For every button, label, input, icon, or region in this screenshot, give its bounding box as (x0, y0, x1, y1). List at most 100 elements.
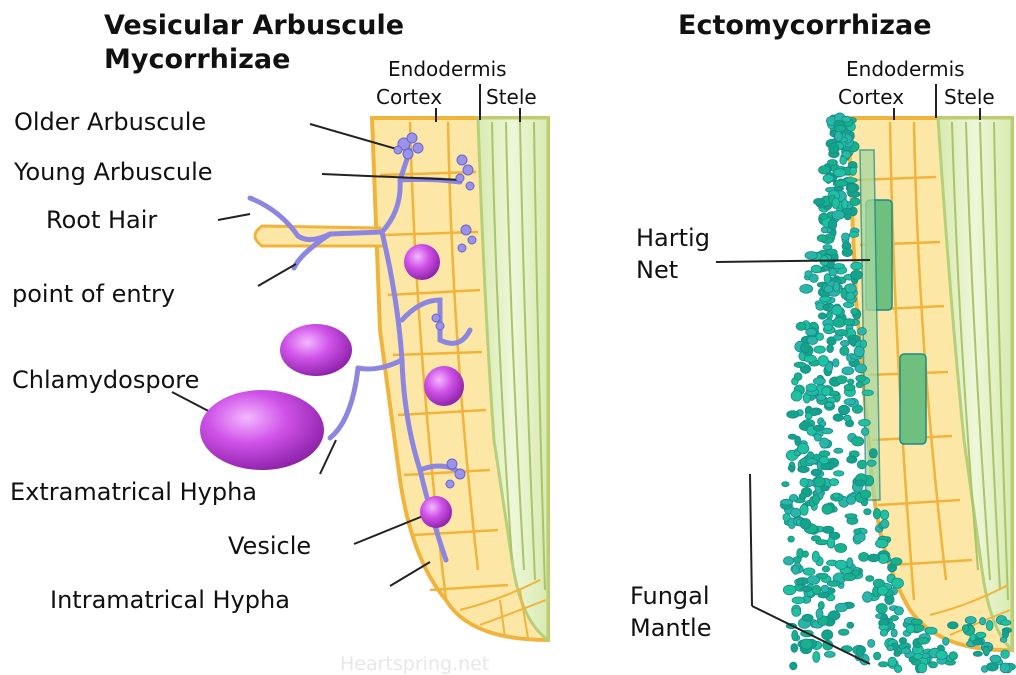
mantle-hypha-dot (835, 603, 847, 611)
mantle-hypha-dot (887, 646, 894, 651)
mantle-hypha-dot (854, 529, 861, 535)
mantle-hypha-dot (822, 504, 833, 514)
mantle-hypha-dot (800, 504, 808, 515)
mantle-hypha-dot (847, 496, 856, 505)
mantle-hypha-dot (990, 655, 1001, 663)
leader-root-hair (218, 214, 250, 220)
mantle-hypha-dot (836, 376, 847, 384)
mantle-hypha-dot (804, 355, 816, 362)
mantle-hypha-dot (834, 448, 843, 453)
mantle-hypha-dot (888, 657, 897, 667)
ecto-title: Ectomycorrhizae (678, 10, 932, 41)
mantle-hypha-dot (849, 232, 858, 238)
mantle-hypha-dot (813, 378, 825, 385)
label-extramatrical-hypha: Extramatrical Hypha (10, 478, 257, 506)
mantle-hypha-dot (824, 274, 831, 284)
mantle-hypha-dot (873, 509, 880, 519)
chlamydospore-small (280, 324, 352, 376)
mantle-hypha-dot (834, 471, 844, 476)
mantle-hypha-dot (1000, 663, 1010, 673)
mantle-hypha-dot (832, 198, 839, 209)
mantle-hypha-dot (789, 495, 797, 502)
mantle-hypha-dot (840, 346, 849, 355)
mantle-hypha-dot (806, 384, 817, 392)
mantle-hypha-dot (980, 618, 986, 625)
mantle-hypha-dot (876, 604, 887, 614)
mantle-hypha-dot (793, 557, 801, 563)
mantle-hypha-dot (822, 566, 829, 572)
chlamydospore-large (200, 390, 324, 470)
mantle-hypha-dot (877, 586, 888, 595)
mantle-hypha-dot (859, 419, 871, 426)
label-point-of-entry: point of entry (12, 280, 175, 308)
mantle-hypha-dot (843, 574, 856, 581)
label-vesicle: Vesicle (228, 532, 311, 560)
mantle-hypha-dot (976, 632, 986, 638)
mantle-hypha-dot (918, 637, 930, 644)
mantle-hypha-dot (894, 665, 901, 672)
mantle-hypha-dot (819, 456, 829, 464)
label-intramatrical-hypha: Intramatrical Hypha (50, 586, 290, 614)
mantle-hypha-dot (792, 565, 799, 574)
mantle-hypha-dot (796, 322, 806, 330)
mantle-hypha-dot (825, 402, 833, 407)
vam-title-line2: Mycorrhizae (104, 44, 290, 75)
mantle-hypha-dot (821, 585, 829, 592)
label-endodermis-left: Endodermis (388, 57, 507, 81)
mantle-hypha-dot (824, 651, 835, 657)
mantle-hypha-dot (802, 586, 812, 592)
mantle-hypha-dot (862, 390, 873, 396)
mantle-hypha-dot (880, 630, 887, 637)
mantle-hypha-dot (856, 646, 864, 656)
label-young-arbuscule: Young Arbuscule (13, 158, 213, 186)
mantle-hypha-dot (835, 560, 847, 569)
mantle-hypha-dot (835, 543, 847, 552)
mantle-hypha-dot (847, 558, 853, 568)
mantle-hypha-dot (791, 391, 802, 402)
mantle-hypha-dot (863, 592, 873, 603)
mantle-hypha-dot (860, 340, 866, 348)
mantle-hypha-dot (832, 305, 843, 315)
mantle-hypha-dot (782, 482, 789, 487)
vesicle-lower (420, 496, 452, 528)
mantle-hypha-dot (826, 249, 837, 255)
mantle-hypha-dot (823, 304, 830, 310)
mantle-hypha-dot (892, 578, 904, 588)
mantle-hypha-dot (855, 364, 867, 373)
mantle-hypha-dot (822, 630, 833, 640)
mantle-hypha-dot (822, 387, 831, 396)
label-stele-right: Stele (944, 85, 995, 109)
mantle-hypha-dot (858, 328, 867, 336)
label-chlamydospore: Chlamydospore (12, 366, 199, 394)
mantle-hypha-dot (847, 622, 854, 628)
mantle-hypha-dot (827, 538, 835, 548)
mantle-hypha-dot (899, 638, 906, 644)
mantle-hypha-dot (800, 284, 813, 293)
mantle-hypha-dot (850, 198, 860, 206)
mantle-hypha-dot (962, 625, 969, 632)
mantle-hypha-dot (851, 262, 863, 270)
mantle-hypha-dot (857, 460, 866, 469)
mantle-hypha-dot (814, 346, 825, 353)
mantle-hypha-dot (783, 513, 790, 521)
mantle-hypha-dot (864, 509, 871, 515)
mantle-hypha-dot (790, 662, 797, 670)
mantle-hypha-dot (835, 180, 848, 187)
mantle-hypha-dot (807, 576, 820, 585)
mantle-hypha-dot (973, 640, 983, 646)
mantle-hypha-dot (851, 270, 863, 279)
mantle-hypha-dot (890, 615, 898, 620)
mantle-hypha-dot (833, 493, 839, 498)
vesicle-upper (404, 244, 440, 280)
mantle-hypha-dot (783, 585, 796, 595)
label-endodermis-right: Endodermis (846, 57, 965, 81)
mantle-hypha-dot (807, 459, 818, 464)
label-hartig-line1: Hartig (636, 224, 710, 252)
mantle-hypha-dot (894, 651, 901, 656)
mantle-hypha-dot (983, 647, 989, 655)
mantle-hypha-dot (801, 343, 811, 353)
leader-extramatrical-hypha (320, 440, 336, 474)
mantle-hypha-dot (792, 608, 801, 617)
mantle-hypha-dot (835, 330, 848, 336)
